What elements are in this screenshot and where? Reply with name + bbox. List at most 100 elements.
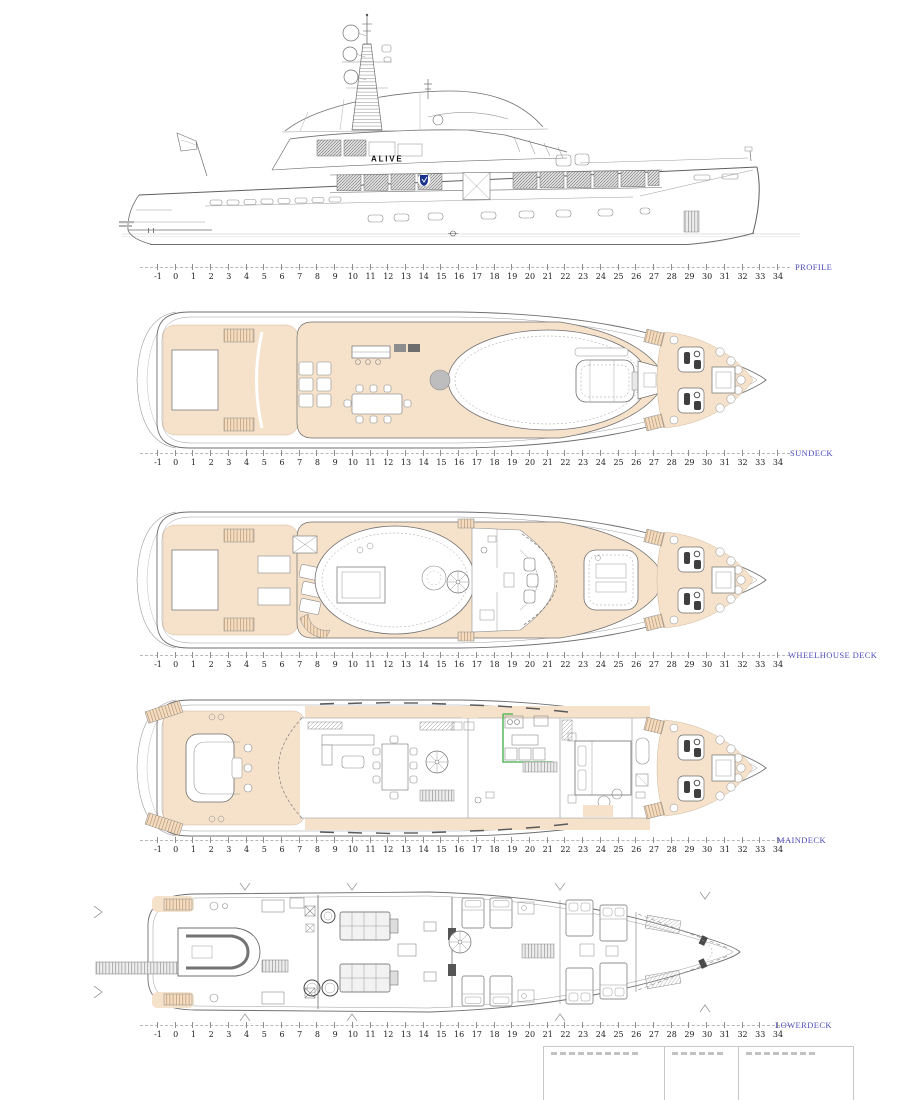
ruler-tick: 17 [472, 1022, 482, 1039]
ruler-tick: 9 [333, 837, 338, 854]
ruler-line [140, 1025, 790, 1026]
ruler-tick: 6 [279, 450, 285, 467]
satcom-dome [432, 114, 444, 126]
main-mast [342, 13, 392, 131]
ruler-tick: 24 [596, 837, 606, 854]
ruler-tick: 7 [297, 450, 302, 467]
ruler-tick: 28 [667, 1022, 677, 1039]
ruler-tick: 11 [365, 450, 376, 467]
ruler-tick: 12 [383, 1022, 393, 1039]
ruler-tick: 9 [333, 264, 338, 281]
yacht-name-text: ALIVE [371, 155, 404, 164]
ruler-tick: 32 [737, 837, 748, 854]
salon-furniture [307, 721, 375, 769]
ruler-tick: 0 [173, 1022, 178, 1039]
ruler-tick: 15 [436, 652, 447, 669]
ruler-tick: 10 [348, 450, 358, 467]
ruler-tick: 10 [348, 264, 358, 281]
wheelhouse-tender [583, 549, 639, 611]
ruler-tick: 33 [755, 652, 765, 669]
ruler-tick: 1 [191, 1022, 196, 1039]
ruler-tick: 21 [543, 1022, 553, 1039]
ruler-tick: 4 [244, 1022, 249, 1039]
ruler-tick: 6 [279, 264, 285, 281]
signal-mast-small [424, 79, 432, 99]
ruler-tick: 18 [489, 1022, 500, 1039]
garage-tender [177, 927, 261, 977]
crew-stairs [521, 943, 555, 959]
ruler-tick: 26 [631, 1022, 641, 1039]
wt-door [448, 964, 456, 976]
ruler-tick: -1 [154, 837, 162, 854]
ruler-tick: -1 [154, 264, 162, 281]
ruler-tick: 32 [737, 450, 748, 467]
ruler-tick: 21 [543, 652, 553, 669]
ruler-tick: 33 [755, 264, 765, 281]
ruler-tick: 34 [773, 264, 783, 281]
anchor-grille [683, 210, 700, 233]
ruler-tick: 18 [489, 652, 500, 669]
ruler-tick: 15 [436, 837, 447, 854]
ruler-tick: 31 [720, 652, 730, 669]
ruler-tick: 28 [667, 652, 677, 669]
ruler-tick: 8 [315, 450, 320, 467]
ruler-tick: 31 [720, 837, 730, 854]
ruler-tick: 25 [613, 1022, 624, 1039]
section-label-wheelhouse: WHEELHOUSE DECK [788, 650, 878, 660]
wheelhouse-windshield [513, 136, 564, 159]
ruler-tick: 5 [262, 837, 267, 854]
ruler-tick: 24 [596, 264, 606, 281]
side-deck-stbd [305, 818, 650, 830]
ruler-tick: 13 [401, 450, 411, 467]
ruler-tick: 16 [454, 837, 464, 854]
title-block-cell [544, 1047, 664, 1100]
teak-patch [462, 708, 478, 718]
ruler-tick: 29 [684, 1022, 695, 1039]
ruler-tick: 3 [226, 1022, 231, 1039]
ruler-tick: 12 [383, 652, 393, 669]
ruler-tick: 20 [525, 264, 535, 281]
ruler-tick: 17 [472, 450, 482, 467]
ruler-tick: 32 [737, 1022, 748, 1039]
sundeck-bar [351, 344, 420, 365]
ruler-tick: 23 [578, 652, 588, 669]
owner-suite [561, 719, 632, 809]
ruler-tick: 22 [560, 837, 571, 854]
ruler-tick: 17 [472, 837, 482, 854]
sundeck-tender [574, 347, 643, 403]
ruler-tick: -1 [154, 652, 162, 669]
ruler-tick: 22 [560, 264, 571, 281]
ruler-tick: 25 [613, 450, 624, 467]
ruler-tick: 27 [649, 450, 659, 467]
ruler-tick: 20 [525, 837, 535, 854]
ruler-tick: 2 [209, 450, 214, 467]
ruler-tick: -1 [154, 450, 162, 467]
ruler-tick: -1 [154, 1022, 162, 1039]
ruler-tick: 12 [383, 837, 393, 854]
helm-seats [523, 557, 539, 604]
ruler-tick: 7 [297, 1022, 302, 1039]
stern-flag [176, 132, 208, 177]
jacuzzi-circle [429, 369, 451, 391]
ruler-tick: 15 [436, 264, 447, 281]
ruler-tick: 11 [365, 652, 376, 669]
ruler-tick: 1 [191, 837, 196, 854]
ruler-tick: 11 [365, 1022, 376, 1039]
ruler-tick: 7 [297, 652, 302, 669]
ruler-tick: 19 [507, 652, 517, 669]
sundeck-plan [136, 311, 767, 449]
ruler-tick: 3 [226, 450, 231, 467]
maindeck-plan [136, 699, 767, 837]
ruler-tick: 16 [454, 450, 464, 467]
ruler-tick: 14 [419, 652, 429, 669]
ruler-tick: 14 [419, 837, 429, 854]
ruler-tick: 19 [507, 264, 517, 281]
ruler-tick: 30 [702, 1022, 712, 1039]
windshield-arc [521, 533, 558, 627]
ruler-line [140, 453, 790, 454]
skylounge-windows [316, 139, 423, 157]
ruler-tick: 0 [173, 450, 178, 467]
